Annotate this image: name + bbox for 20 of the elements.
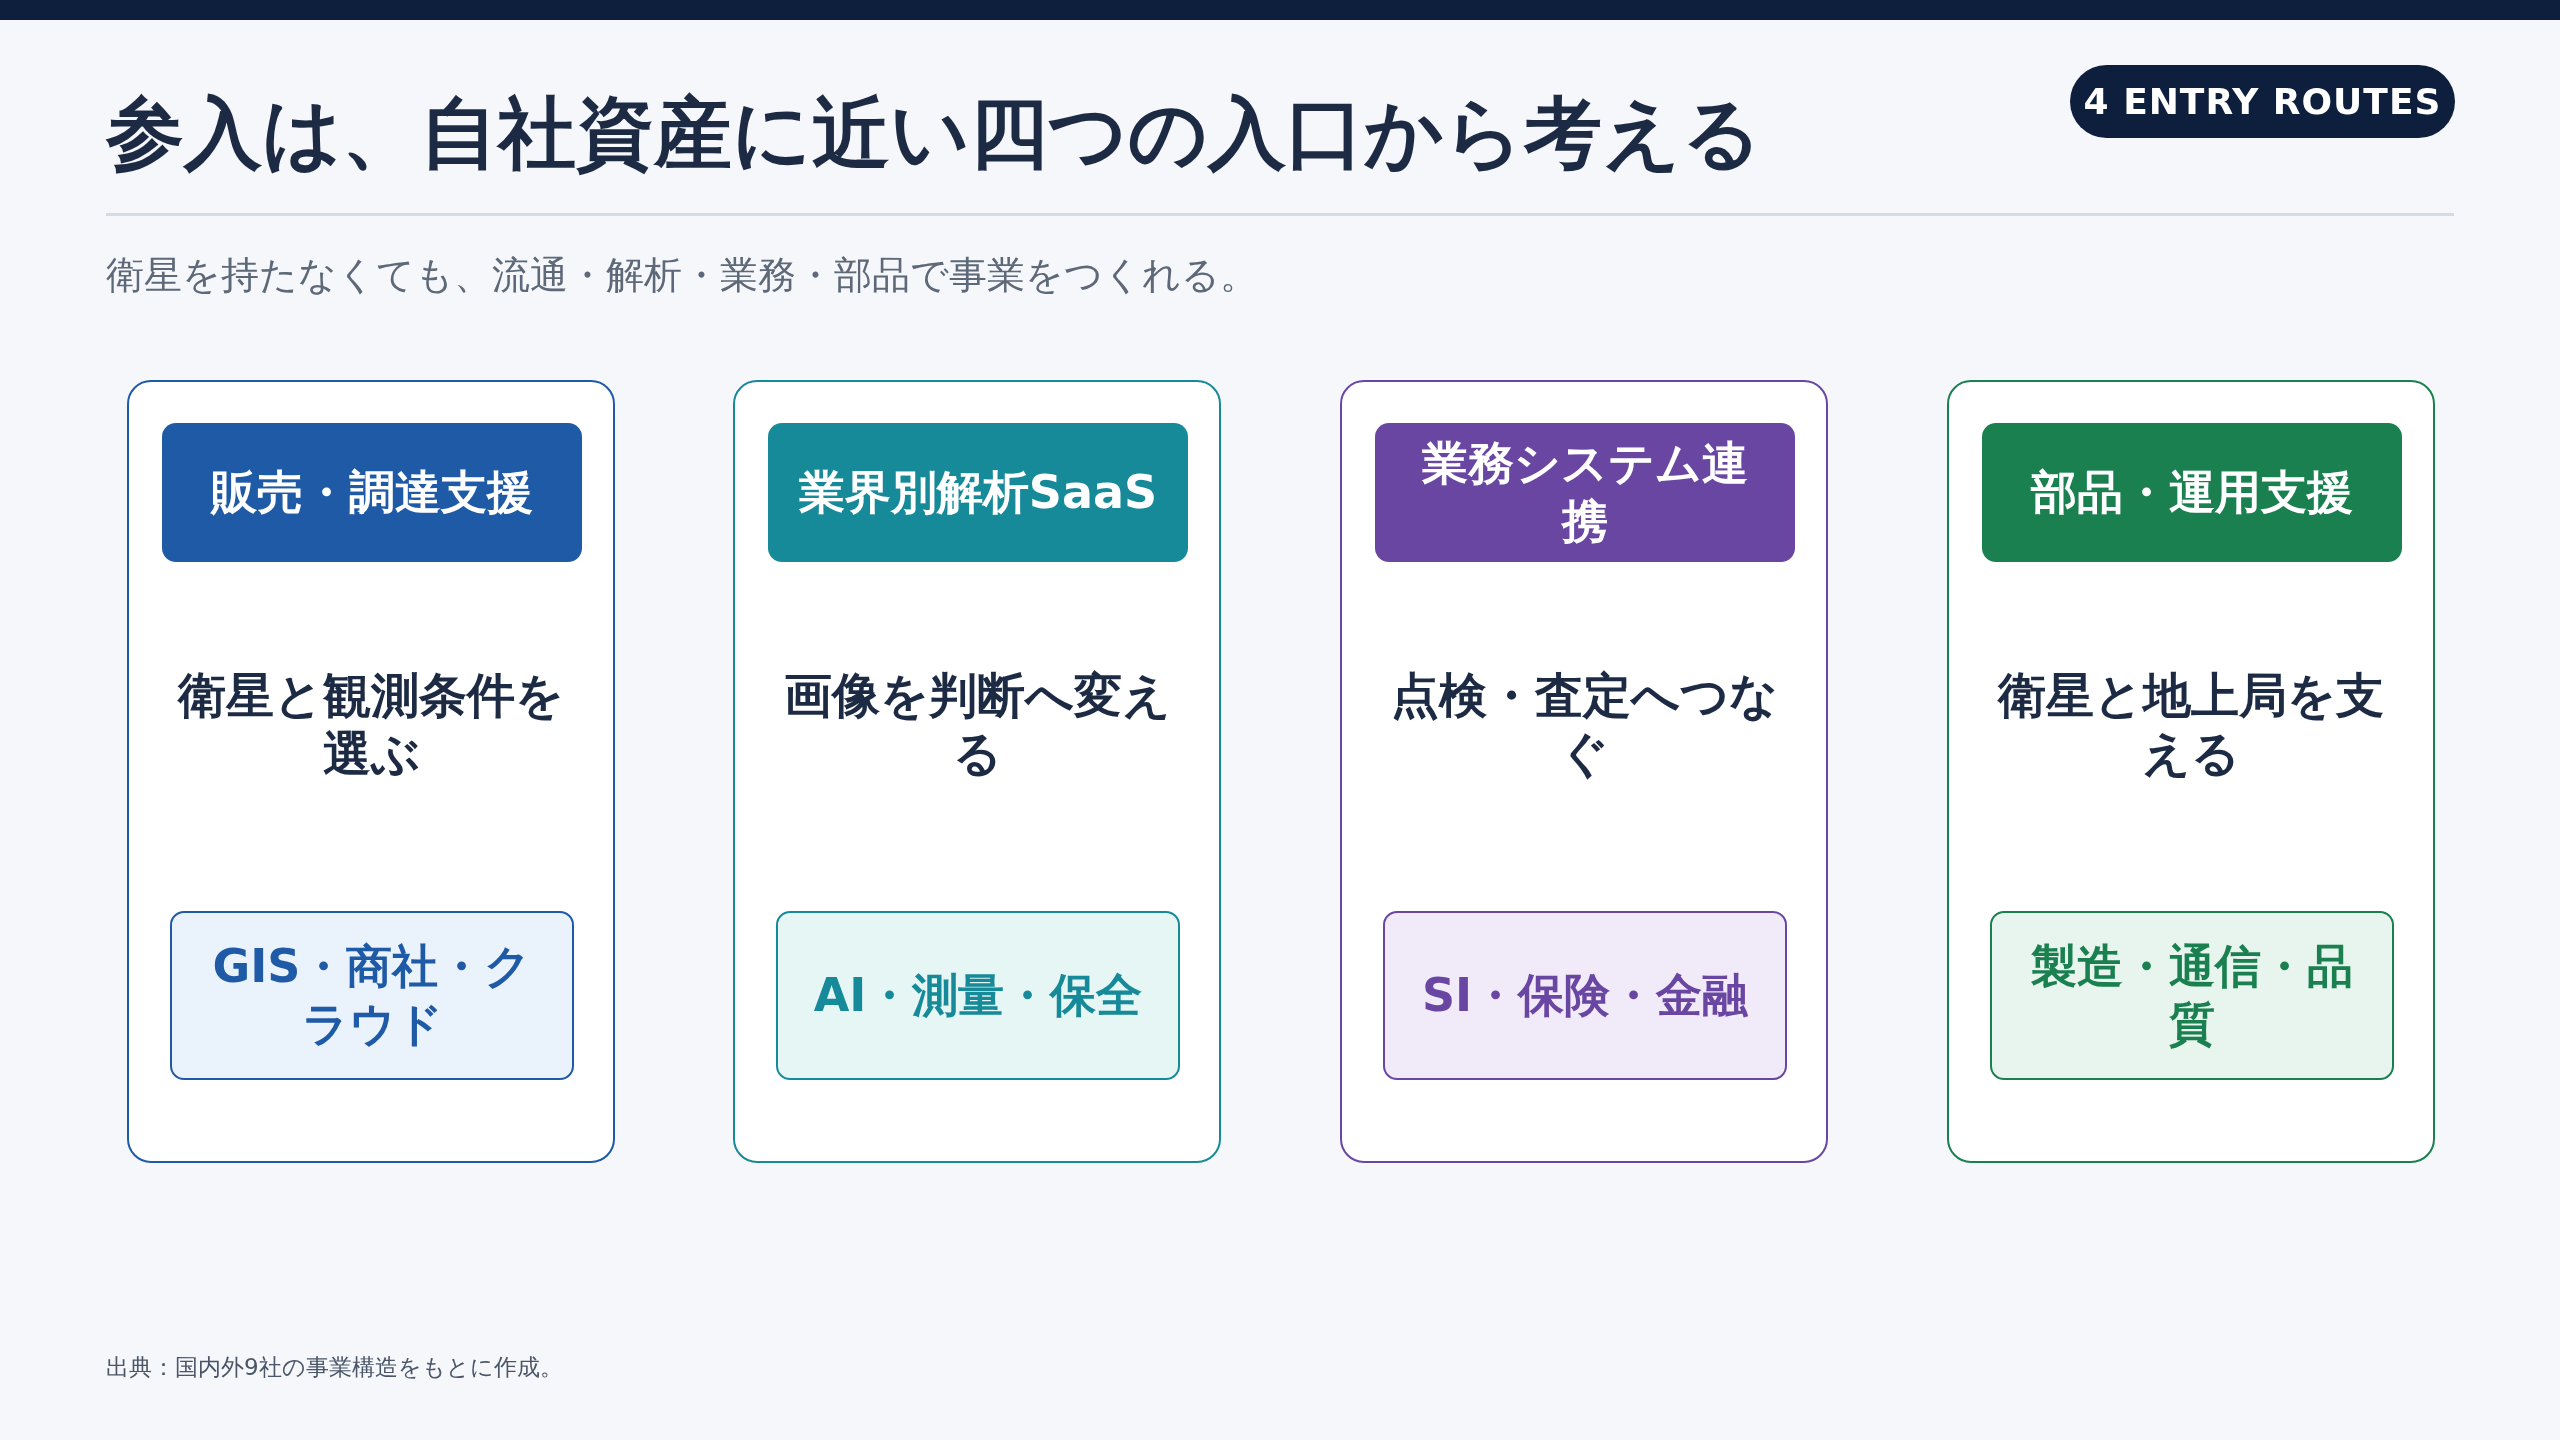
route-header: 販売・調達支援	[162, 423, 582, 562]
route-description: 衛星と観測条件を選ぶ	[176, 667, 565, 783]
card	[1340, 380, 1828, 1163]
route-header: 部品・運用支援	[1982, 423, 2402, 562]
card	[733, 380, 1221, 1163]
partner-box: 製造・通信・品質	[1990, 911, 2394, 1080]
partner-box: SI・保険・金融	[1383, 911, 1787, 1080]
card	[127, 380, 615, 1163]
badge: 4 ENTRY ROUTES	[2070, 65, 2455, 138]
title: 参入は、自社資産に近い四つの入口から考える	[106, 87, 1762, 180]
route-description: 画像を判断へ変える	[782, 667, 1172, 783]
partner-box: AI・測量・保全	[776, 911, 1180, 1080]
route-header: 業界別解析SaaS	[768, 423, 1188, 562]
route-header: 業務システム連携	[1375, 423, 1795, 562]
card	[1947, 380, 2435, 1163]
source-note: 出典：国内外9社の事業構造をもとに作成。	[106, 1353, 563, 1382]
route-description: 点検・査定へつなぐ	[1389, 667, 1779, 783]
route-description: 衛星と地上局を支える	[1996, 667, 2385, 783]
partner-box: GIS・商社・クラウド	[170, 911, 574, 1080]
subtitle: 衛星を持たなくても、流通・解析・業務・部品で事業をつくれる。	[106, 252, 1258, 299]
